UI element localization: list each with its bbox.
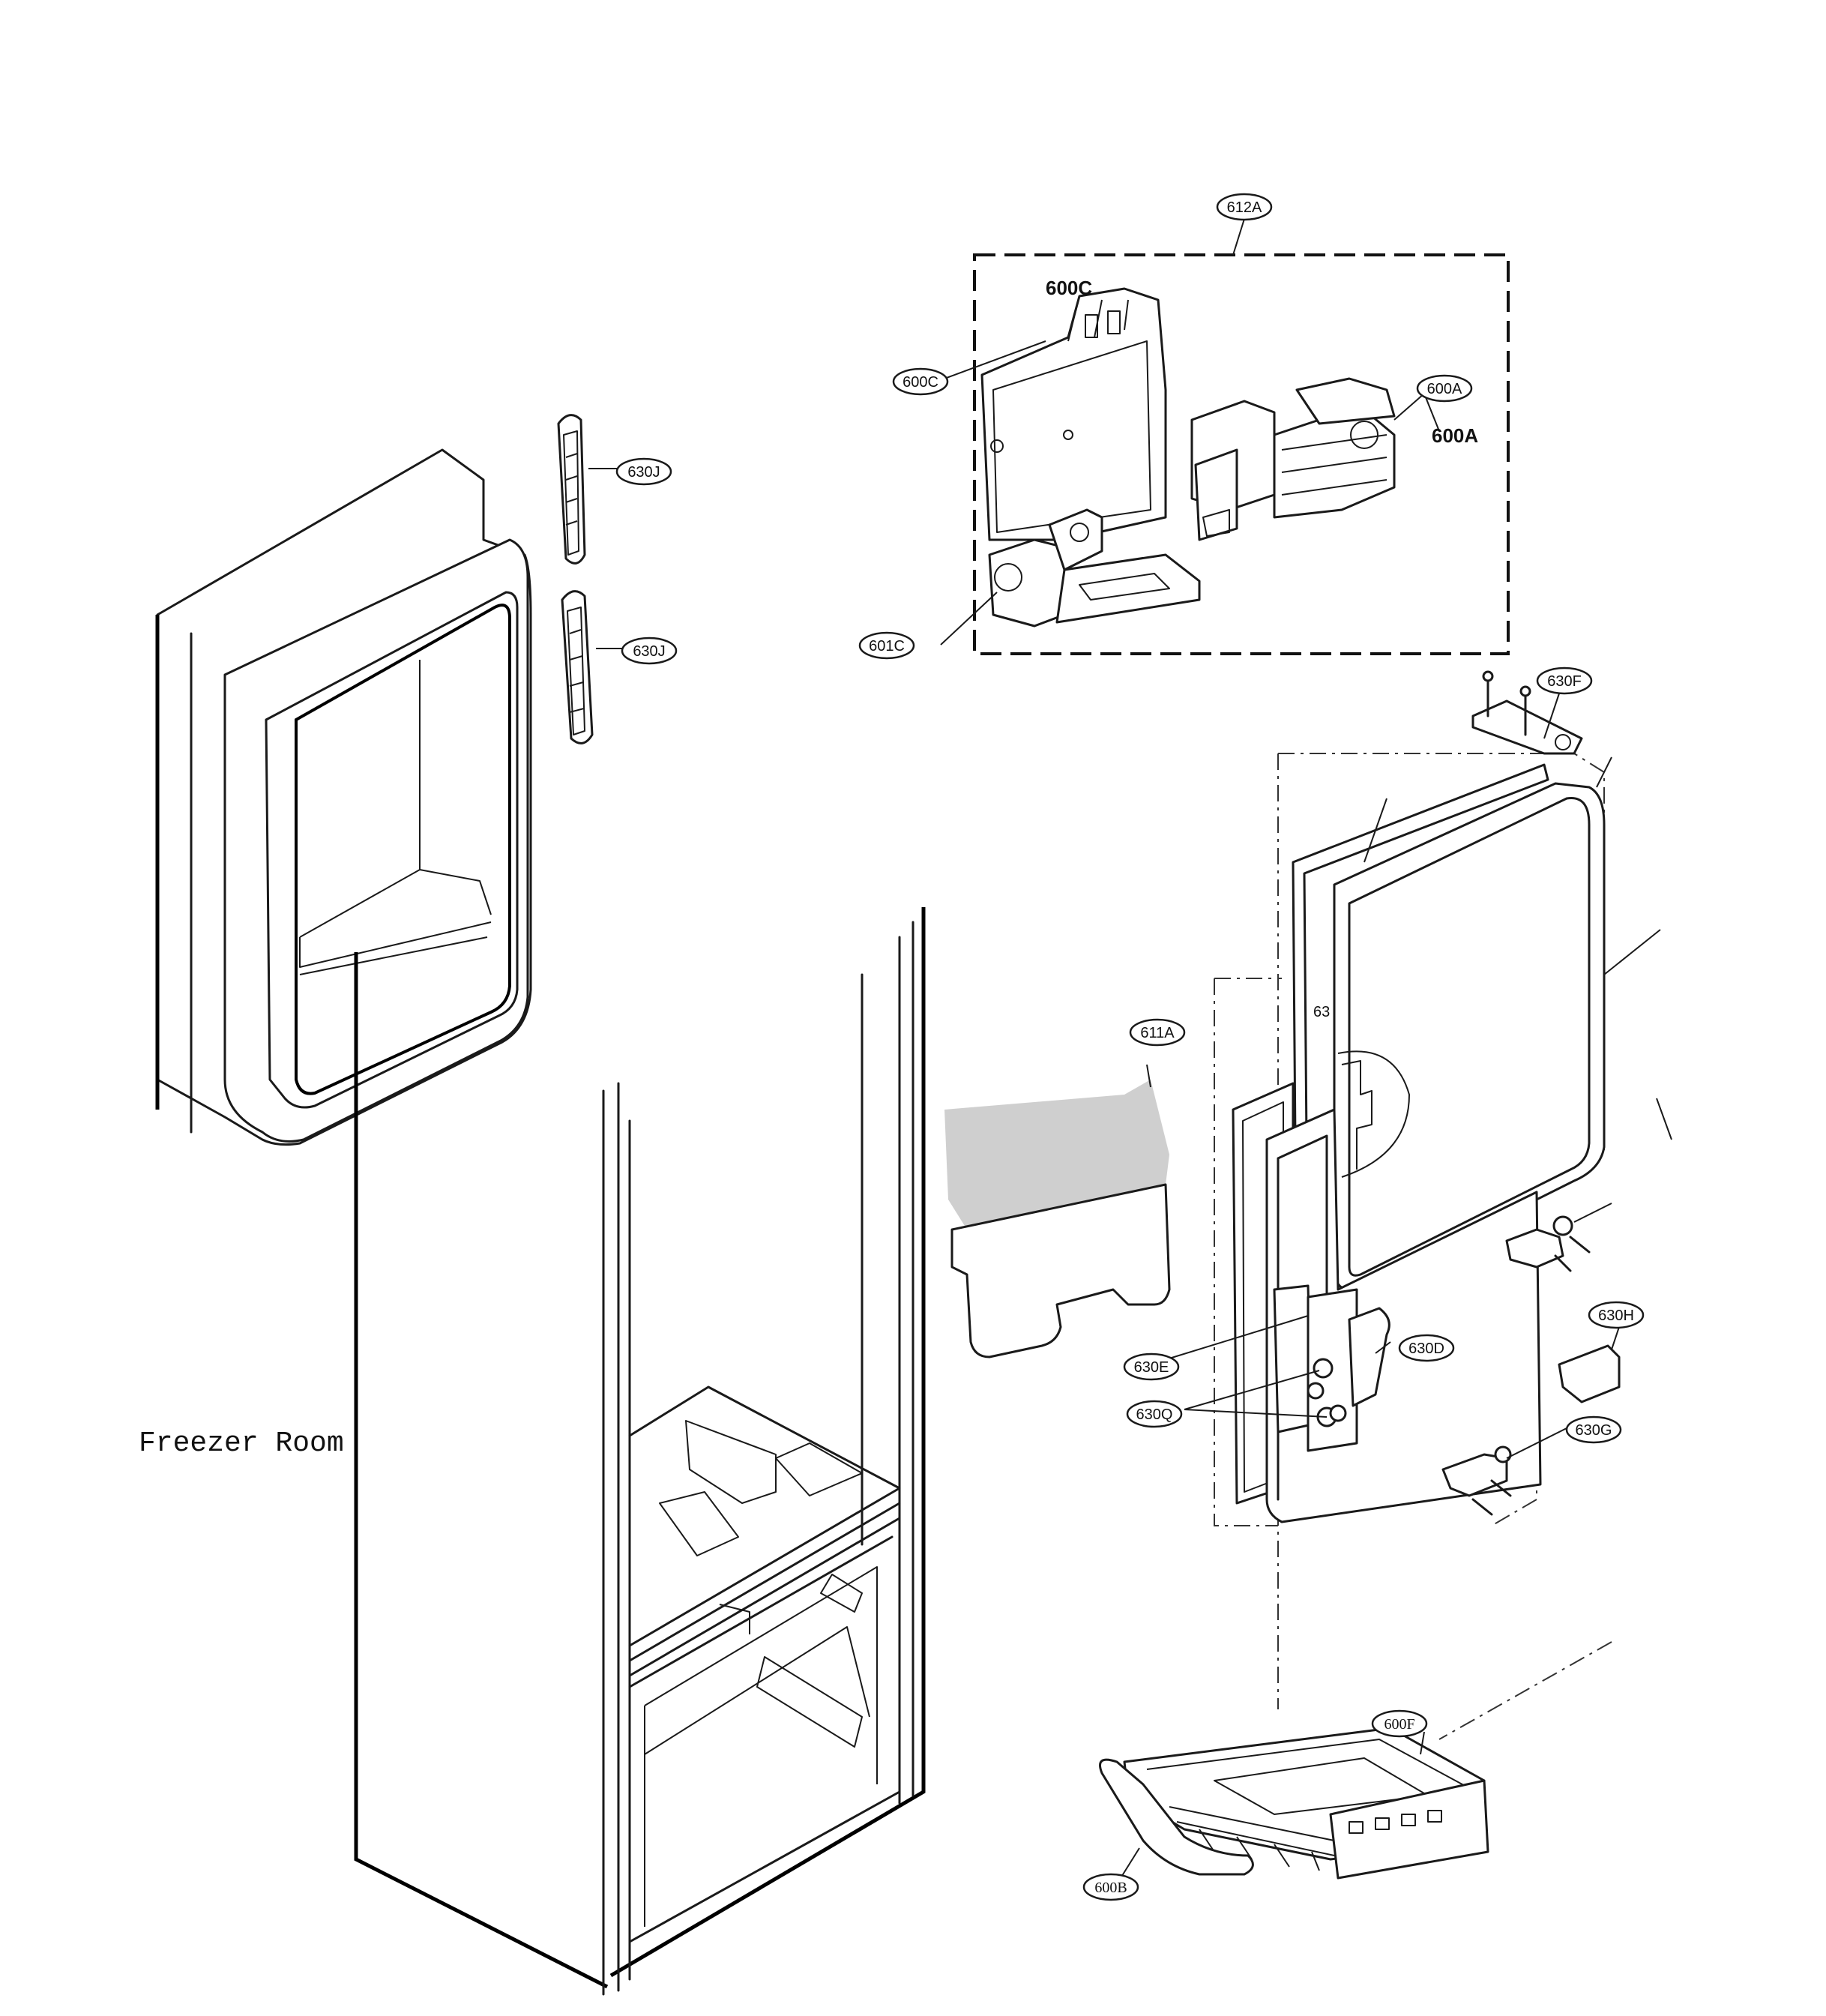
svg-text:630F: 630F [1547, 673, 1582, 690]
dispenser-door-panel [155, 448, 532, 1146]
ice-bucket-600f [1099, 1727, 1489, 1880]
callout-600b: 600B [1082, 1873, 1139, 1901]
callout-630e: 630E [1123, 1352, 1180, 1381]
insulation-sheet-611a [944, 1080, 1171, 1358]
hinge-630g [1441, 1445, 1512, 1516]
freezer-cabinet [602, 907, 926, 1996]
freezer-room-label: Freezer Room [139, 1427, 344, 1460]
svg-text:630E: 630E [1134, 1359, 1169, 1376]
svg-text:601C: 601C [869, 638, 905, 655]
callout-600c: 600C [892, 367, 949, 396]
callout-63-partial: 63 [1313, 1004, 1330, 1020]
svg-text:600F: 600F [1384, 1716, 1414, 1733]
cap-630h [1558, 1344, 1621, 1403]
callout-630h: 630H [1588, 1301, 1645, 1329]
callout-600a: 600A [1416, 374, 1473, 403]
svg-text:600A: 600A [1427, 381, 1462, 397]
callout-630d: 630D [1398, 1334, 1455, 1362]
hinge-middle [1505, 1215, 1591, 1272]
callout-601c: 601C [858, 631, 915, 660]
ice-door-outer [1333, 782, 1606, 1292]
svg-text:63: 63 [1313, 1004, 1330, 1020]
ice-maker-bracket-600c [980, 287, 1201, 628]
svg-text:630J: 630J [633, 643, 665, 660]
callout-600f: 600F [1371, 1709, 1428, 1738]
button-630j-bottom [561, 590, 594, 744]
callout-630g: 630G [1565, 1415, 1622, 1444]
svg-text:611A: 611A [1140, 1025, 1175, 1041]
svg-text:630Q: 630Q [1136, 1406, 1173, 1423]
bold-label-600a: 600A [1432, 424, 1478, 447]
svg-text:612A: 612A [1227, 199, 1262, 216]
ice-door-inner [1232, 1082, 1542, 1523]
bold-label-600c: 600C [1046, 277, 1092, 299]
callout-612a: 612A [1216, 193, 1273, 221]
svg-text:600C: 600C [903, 374, 938, 391]
button-630j-top [557, 414, 586, 565]
door-to-cabinet-leader [354, 952, 609, 1989]
callout-630j-bottom: 630J [621, 637, 678, 665]
ice-maker-assembly-box [973, 253, 1510, 655]
callout-630f: 630F [1536, 667, 1593, 695]
svg-text:600B: 600B [1094, 1880, 1127, 1896]
svg-text:630J: 630J [627, 464, 660, 481]
callout-630q: 630Q [1126, 1400, 1183, 1428]
callout-611a: 611A [1129, 1018, 1186, 1047]
svg-text:630H: 630H [1598, 1308, 1634, 1324]
svg-text:630G: 630G [1576, 1422, 1612, 1439]
ice-maker-tray-600a [1190, 377, 1396, 541]
hinge-630f [1471, 670, 1583, 755]
callout-630j-top: 630J [615, 457, 672, 486]
svg-text:630D: 630D [1408, 1341, 1444, 1357]
